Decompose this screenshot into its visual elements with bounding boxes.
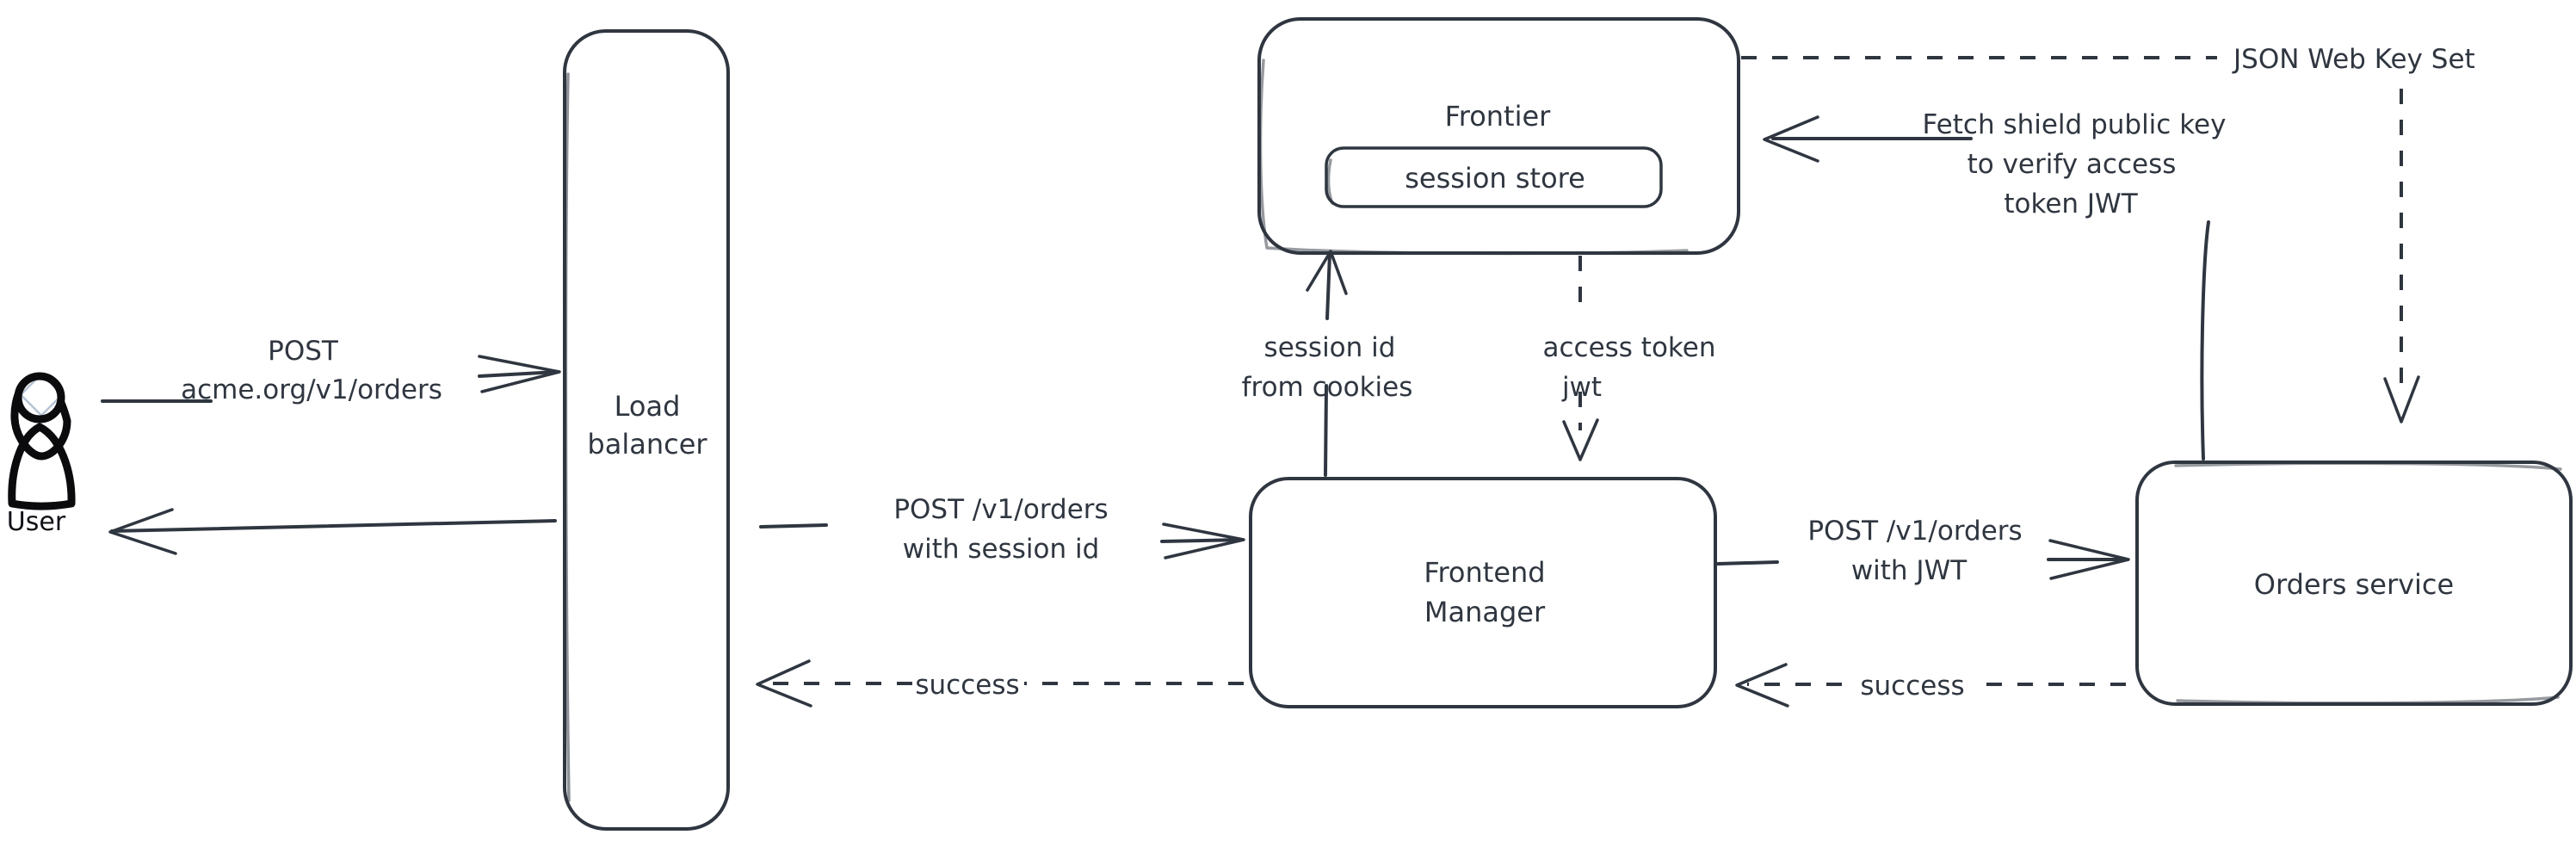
edge-jwks-to-orders: JSON Web Key Set	[1741, 44, 2475, 424]
edge-orders-to-fm-label: success	[1860, 671, 1964, 702]
edge-orders-to-frontier: Fetch shield public key to verify access…	[1763, 109, 2227, 461]
edge-lb-to-frontend-manager: POST /v1/orders with session id	[759, 494, 1245, 565]
load-balancer-label-line1: Load	[615, 390, 681, 423]
load-balancer-label-line2: balancer	[587, 428, 707, 461]
orders-service-label: Orders service	[2254, 568, 2454, 601]
edge-orders-to-frontier-label-line3: token JWT	[2004, 189, 2138, 219]
user-actor-label: User	[7, 507, 66, 537]
frontend-manager-node[interactable]: Frontend Manager	[1249, 477, 1717, 708]
edge-user-to-lb-label-line2: acme.org/v1/orders	[181, 374, 442, 405]
frontier-label: Frontier	[1445, 100, 1552, 133]
edge-fm-to-lb-success: success	[756, 659, 1244, 708]
session-store-label: session store	[1405, 162, 1585, 195]
edge-fm-to-orders: POST /v1/orders with JWT	[1716, 516, 2130, 586]
edge-fm-to-orders-label-line1: POST /v1/orders	[1807, 516, 2022, 547]
edge-fm-to-lb-label: success	[915, 670, 1019, 701]
edge-jwks-label: JSON Web Key Set	[2232, 44, 2475, 75]
edge-frontier-to-fm-label-line1: access token	[1542, 332, 1715, 363]
edge-fm-to-orders-label-line2: with JWT	[1851, 555, 1968, 586]
edge-user-to-load-balancer: POST acme.org/v1/orders	[101, 336, 561, 405]
edge-orders-to-frontier-label-line1: Fetch shield public key	[1923, 109, 2227, 140]
edge-frontier-to-fm: access token jwt	[1542, 256, 1716, 461]
edge-fm-to-frontier-label-line2: from cookies	[1242, 372, 1413, 403]
edge-orders-to-frontier-label-line2: to verify access	[1968, 149, 2177, 180]
user-actor[interactable]: User	[7, 372, 76, 537]
edge-lb-to-fm-label-line2: with session id	[903, 534, 1100, 565]
load-balancer-node[interactable]: Load balancer	[563, 29, 730, 831]
edge-lb-to-fm-label-line1: POST /v1/orders	[893, 494, 1108, 525]
frontend-manager-label-line2: Manager	[1424, 596, 1546, 628]
edge-fm-to-frontier-label-line1: session id	[1264, 332, 1396, 363]
edge-user-to-lb-label-line1: POST	[268, 336, 339, 367]
edge-fm-to-frontier: session id from cookies	[1242, 250, 1413, 477]
person-icon	[8, 372, 76, 510]
edge-frontier-to-fm-label-line2: jwt	[1561, 372, 1602, 403]
edge-orders-to-fm-success: success	[1735, 663, 2126, 708]
frontier-node[interactable]: Frontier session store	[1257, 17, 1740, 256]
frontend-manager-label-line1: Frontend	[1424, 556, 1545, 589]
edge-load-balancer-to-user	[108, 508, 557, 555]
orders-service-node[interactable]: Orders service	[2135, 461, 2573, 706]
session-store-node[interactable]: session store	[1325, 146, 1663, 208]
